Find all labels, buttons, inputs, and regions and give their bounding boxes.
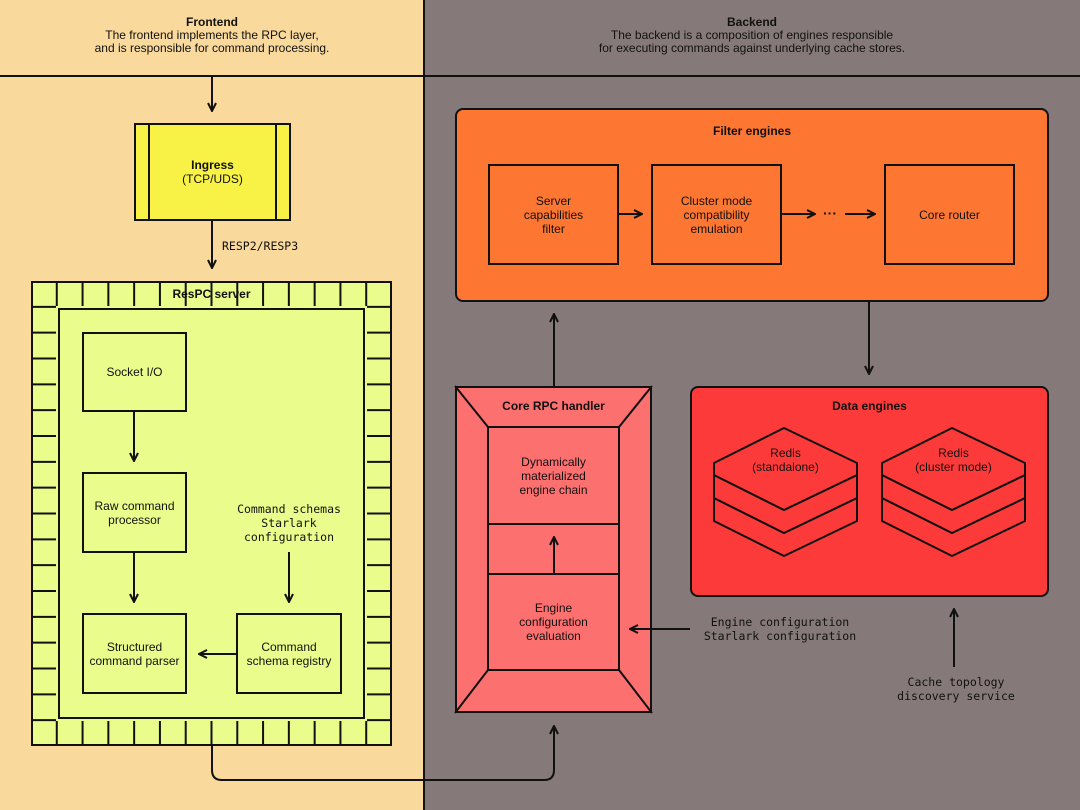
ingress-left-rail	[148, 125, 150, 219]
ingress-title: Ingress	[191, 158, 234, 172]
socket-io-box: Socket I/O	[82, 332, 187, 412]
redis-cluster-label: Redis (cluster mode)	[880, 446, 1027, 474]
structured-command-parser-box: Structured command parser	[82, 613, 187, 694]
redis-cluster-subtitle: (cluster mode)	[915, 460, 992, 474]
command-schemas-note: Command schemas Starlark configuration	[237, 502, 341, 544]
protocol-label: RESP2/RESP3	[222, 239, 299, 253]
core-router-label: Core router	[919, 207, 980, 222]
redis-cluster-title: Redis	[938, 446, 969, 460]
redis-standalone-label: Redis (standalone)	[712, 446, 859, 474]
respc-server-title: ResPC server	[160, 287, 263, 301]
command-schema-registry-box: Command schema registry	[236, 613, 342, 694]
raw-command-processor-box: Raw command processor	[82, 472, 187, 553]
cache-topology-note: Cache topology discovery service	[897, 675, 1015, 703]
engine-chain-box: Dynamically materialized engine chain	[487, 426, 620, 525]
engine-chain-ellipsis: ···	[823, 205, 837, 221]
frontend-description: The frontend implements the RPC layer, a…	[94, 28, 330, 55]
redis-cluster-stack-icon	[881, 427, 1026, 557]
cluster-mode-emulation-box: Cluster mode compatibility emulation	[651, 164, 782, 265]
raw-command-processor-label: Raw command processor	[94, 498, 175, 527]
command-schema-registry-label: Command schema registry	[246, 639, 332, 668]
backend-header: Backend The backend is a composition of …	[424, 16, 1080, 55]
frontend-title: Frontend	[186, 15, 238, 29]
engine-config-evaluation-box: Engine configuration evaluation	[487, 573, 620, 671]
engine-chain-label: Dynamically materialized engine chain	[519, 454, 588, 497]
redis-standalone-title: Redis	[770, 446, 801, 460]
core-router-box: Core router	[884, 164, 1015, 265]
data-engines-title: Data engines	[832, 399, 907, 413]
server-capabilities-filter-box: Server capabilities filter	[488, 164, 619, 265]
engine-configuration-note: Engine configuration Starlark configurat…	[703, 615, 857, 643]
server-capabilities-filter-label: Server capabilities filter	[523, 193, 584, 236]
engine-config-evaluation-label: Engine configuration evaluation	[519, 601, 588, 643]
filter-engines-title: Filter engines	[712, 124, 792, 138]
ingress-box: Ingress (TCP/UDS)	[134, 123, 291, 221]
core-rpc-middle-box	[487, 523, 620, 575]
socket-io-label: Socket I/O	[106, 365, 163, 379]
cluster-mode-emulation-label: Cluster mode compatibility emulation	[680, 193, 753, 236]
ingress-subtitle: (TCP/UDS)	[182, 172, 243, 186]
structured-command-parser-label: Structured command parser	[89, 639, 180, 668]
backend-description: The backend is a composition of engines …	[598, 28, 906, 55]
backend-title: Backend	[726, 15, 778, 29]
redis-standalone-subtitle: (standalone)	[752, 460, 819, 474]
core-rpc-handler-title: Core RPC handler	[502, 399, 605, 413]
ingress-right-rail	[275, 125, 277, 219]
redis-standalone-stack-icon	[713, 427, 858, 557]
frontend-header: Frontend The frontend implements the RPC…	[0, 16, 424, 55]
